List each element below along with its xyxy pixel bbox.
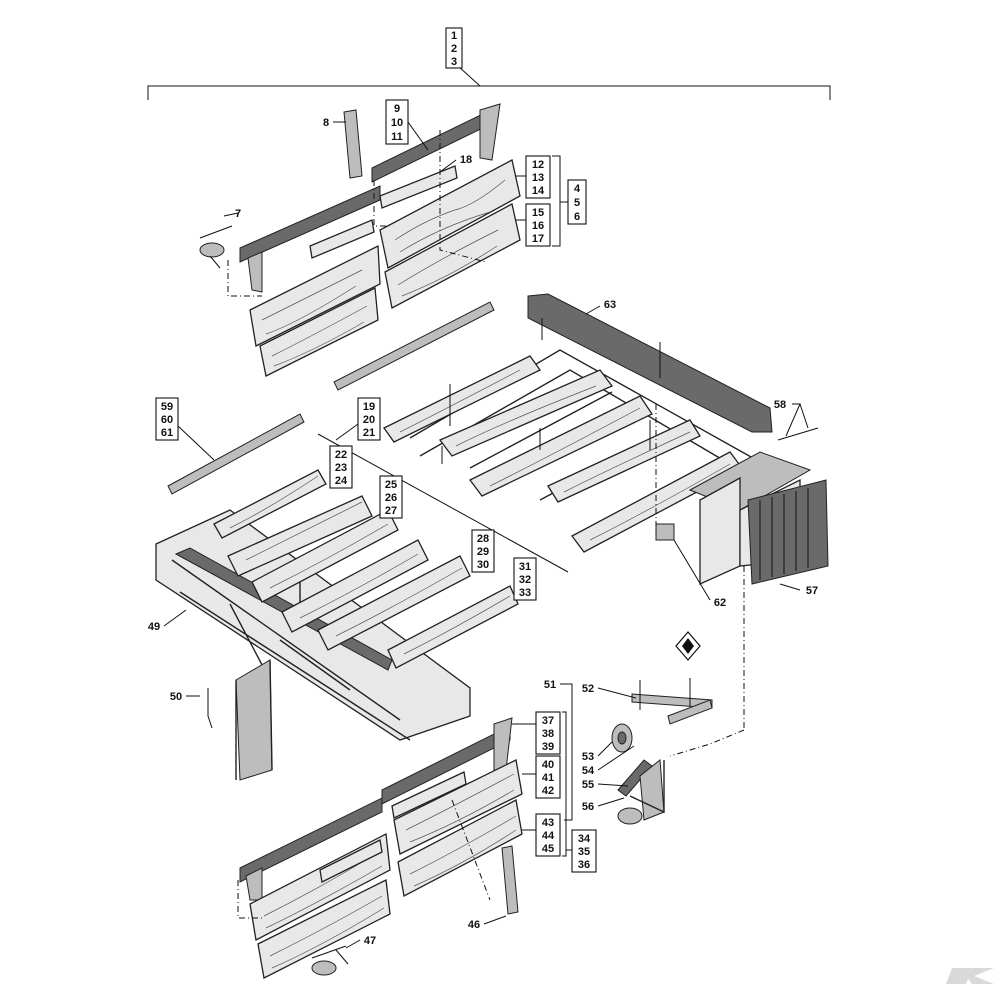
plank-lower-4	[257, 879, 391, 979]
lower-side-panel	[237, 717, 523, 979]
callout-55: 55	[582, 779, 594, 791]
callout-15: 15	[532, 207, 544, 219]
callout-40: 40	[542, 759, 554, 771]
floor-plank-31	[387, 585, 519, 669]
callouts-lower: 37 38 39 40 41 42 43 44 45 34 35 36 46 4…	[345, 711, 597, 949]
plank-upper-3	[249, 244, 381, 347]
callout-49: 49	[148, 621, 160, 633]
callout-42: 42	[542, 785, 554, 797]
callout-23: 23	[335, 462, 347, 474]
plank-upper-2	[384, 203, 521, 309]
callout-60: 60	[161, 414, 173, 426]
callout-24: 24	[335, 475, 348, 487]
callout-34: 34	[578, 833, 591, 845]
callout-52: 52	[582, 683, 594, 695]
callout-50: 50	[170, 691, 182, 703]
callout-41: 41	[542, 772, 554, 784]
callout-4: 4	[574, 183, 581, 195]
latch-7	[199, 212, 239, 269]
callout-6: 6	[574, 211, 580, 223]
callout-31: 31	[519, 561, 531, 573]
callout-53: 53	[582, 751, 594, 763]
plank-upper-4	[259, 286, 379, 377]
hitch-components	[611, 678, 745, 825]
upper-side-panel	[227, 103, 521, 391]
callout-29: 29	[477, 546, 489, 558]
callout-22: 22	[335, 449, 347, 461]
callout-28: 28	[477, 533, 489, 545]
callouts-front-floor: 22 23 24 25 26 27 28 29 30 31 32 33 49 5…	[148, 445, 537, 729]
callout-3: 3	[451, 56, 457, 68]
callout-27: 27	[385, 505, 397, 517]
callout-17: 17	[532, 233, 544, 245]
callout-12: 12	[532, 159, 544, 171]
callout-58: 58	[774, 399, 786, 411]
callouts-upper: 8 7 9 10 11 18 12 13 14 15 16 17 4 5 6	[235, 99, 587, 247]
callout-18: 18	[460, 154, 472, 166]
callout-30: 30	[477, 559, 489, 571]
callout-14: 14	[532, 185, 545, 197]
callouts-hitch: 51 52 53 54 55 56	[544, 679, 637, 821]
callout-59: 59	[161, 401, 173, 413]
callout-20: 20	[363, 414, 375, 426]
callout-35: 35	[578, 846, 590, 858]
callout-62: 62	[714, 597, 726, 609]
callout-51: 51	[544, 679, 556, 691]
latch-47	[311, 945, 349, 976]
callout-54: 54	[582, 765, 595, 777]
callout-37: 37	[542, 715, 554, 727]
callout-43: 43	[542, 817, 554, 829]
callout-46: 46	[468, 919, 480, 931]
callout-5: 5	[574, 197, 580, 209]
callout-63: 63	[604, 299, 616, 311]
front-floor-section: 19 20 21	[155, 397, 569, 781]
plank-lower-1	[393, 759, 523, 855]
kramp-logo-icon	[946, 968, 994, 984]
callout-36: 36	[578, 859, 590, 871]
callout-11: 11	[391, 131, 403, 143]
callout-16: 16	[532, 220, 544, 232]
callout-7: 7	[235, 208, 241, 220]
callout-57: 57	[806, 585, 818, 597]
floor-plank-25	[227, 495, 373, 577]
callout-33: 33	[519, 587, 531, 599]
callout-32: 32	[519, 574, 531, 586]
callout-2: 2	[451, 43, 457, 55]
callouts-rear: 63 58 57 62	[585, 299, 819, 609]
callout-38: 38	[542, 728, 554, 740]
floor-plank-22	[213, 469, 327, 539]
callout-13: 13	[532, 172, 544, 184]
callout-39: 39	[542, 741, 554, 753]
callout-61: 61	[161, 427, 173, 439]
floor-plank-28	[317, 555, 471, 651]
diamond-orientation-icon	[675, 631, 701, 661]
rear-floor-section	[383, 293, 829, 730]
callout-44: 44	[542, 830, 555, 842]
callout-25: 25	[385, 479, 397, 491]
callout-10: 10	[391, 117, 403, 129]
callout-47: 47	[364, 935, 376, 947]
callout-26: 26	[385, 492, 397, 504]
callout-45: 45	[542, 843, 554, 855]
callout-56: 56	[582, 801, 594, 813]
plank-lower-2	[397, 799, 523, 897]
callout-19: 19	[363, 401, 375, 413]
callout-9: 9	[394, 103, 400, 115]
plank-upper-1	[379, 159, 521, 269]
callout-1: 1	[451, 30, 457, 42]
flat-bar-59: 59 60 61	[155, 397, 305, 495]
callout-21: 21	[363, 427, 375, 439]
assembly-bracket-top: 1 2 3	[147, 27, 831, 100]
callout-8: 8	[323, 117, 329, 129]
